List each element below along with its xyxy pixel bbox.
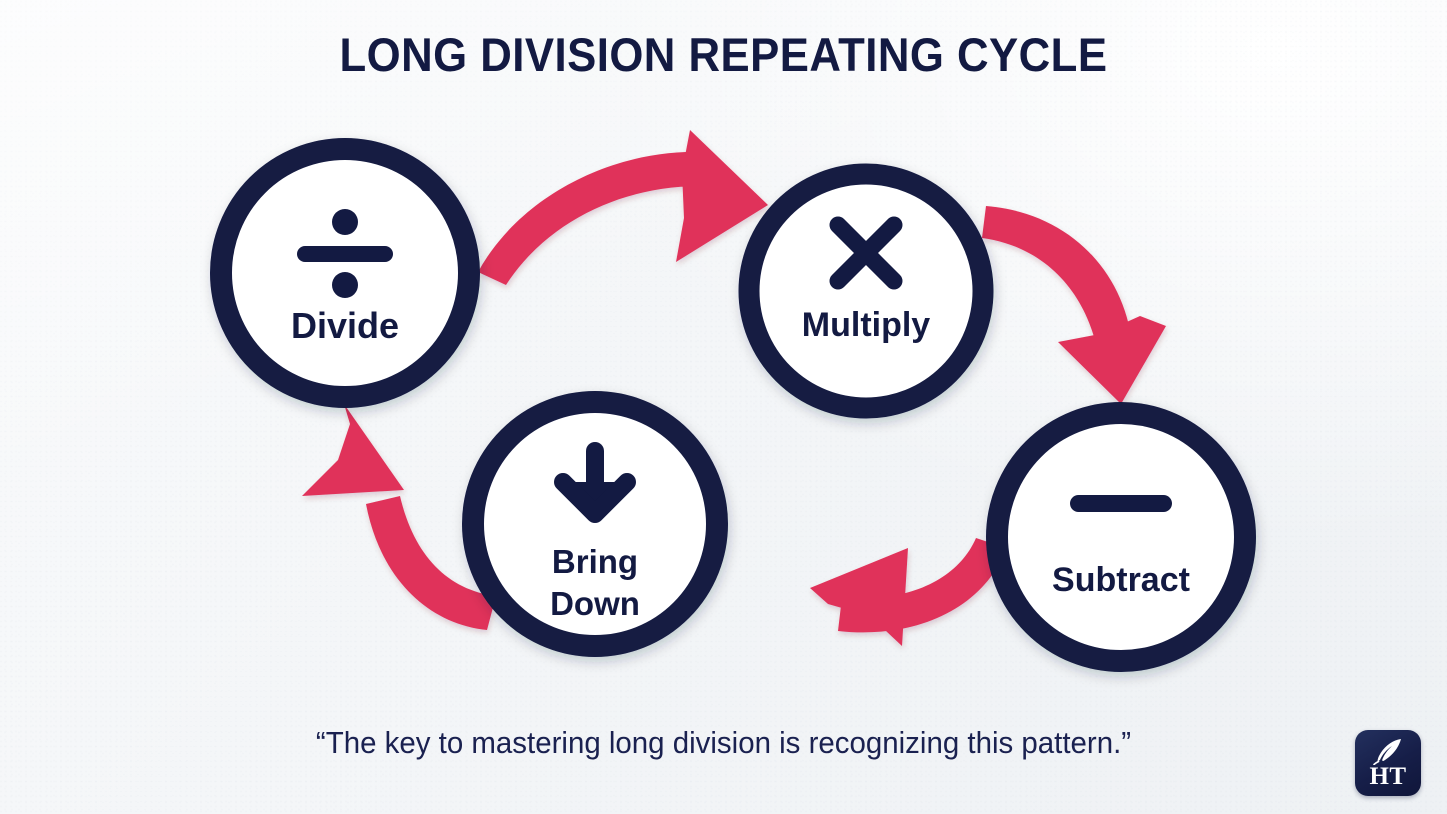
node-multiply-label: Multiply	[802, 306, 931, 344]
logo-text: HT	[1369, 763, 1407, 790]
node-bring-down[interactable]: Bring Down	[462, 391, 728, 657]
node-subtract-label: Subtract	[1052, 561, 1190, 599]
multiplication-sign-icon	[829, 216, 903, 290]
division-sign-icon	[297, 209, 393, 298]
caption-text: “The key to mastering long division is r…	[315, 725, 1132, 760]
node-multiply-circle[interactable]	[738, 163, 994, 419]
arrow-divide-to-multiply	[478, 130, 768, 285]
ht-logo[interactable]: HT	[1355, 730, 1421, 796]
node-divide[interactable]: Divide	[210, 138, 480, 408]
node-multiply[interactable]: Multiply	[738, 163, 994, 419]
arrow-subtract-to-bring-down	[810, 538, 1006, 646]
quill-icon	[1373, 739, 1401, 765]
node-bring-down-label-line-1: Bring	[552, 543, 638, 580]
node-bring-down-circle[interactable]	[462, 391, 728, 657]
node-subtract[interactable]: Subtract	[986, 402, 1256, 672]
arrow-down-icon	[554, 442, 636, 523]
node-bring-down-label-line-2: Down	[550, 585, 640, 622]
page-title: LONG DIVISION REPEATING CYCLE	[339, 28, 1108, 81]
arrow-multiply-to-subtract	[982, 206, 1166, 404]
minus-sign-icon	[1070, 495, 1172, 512]
arrow-bring-down-to-divide	[302, 404, 496, 630]
node-subtract-circle[interactable]	[986, 402, 1256, 672]
node-divide-label: Divide	[291, 305, 399, 346]
